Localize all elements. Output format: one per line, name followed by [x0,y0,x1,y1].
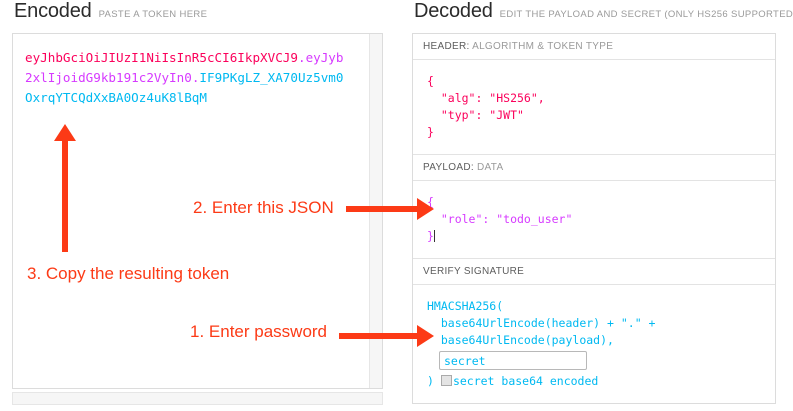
base64-encoded-label: secret base64 encoded [452,374,599,388]
arrow-right-icon-step-2 [346,198,434,220]
signature-editor: HMACSHA256( base64UrlEncode(header) + ".… [413,285,775,403]
token-payload-segment: eyJyb2xlIjoidG9kb191c2VyIn0 [25,50,344,85]
arrow-shaft [346,206,418,212]
arrow-shaft [339,333,418,339]
encoded-panel: Encoded PASTE A TOKEN HERE [12,0,390,26]
signature-line-3: base64UrlEncode(payload), [427,333,614,347]
encoded-heading: Encoded PASTE A TOKEN HERE [12,0,390,26]
header-label-key: HEADER: [423,41,470,52]
annotation-step-2: 2. Enter this JSON [193,198,334,217]
payload-section-label: PAYLOAD: DATA [413,155,775,181]
text-caret [433,230,435,242]
payload-label-key: PAYLOAD: [423,162,474,173]
decoded-subtitle: EDIT THE PAYLOAD AND SECRET (ONLY HS256 … [499,9,793,20]
arrow-head [417,325,434,347]
payload-line-2: "role": "todo_user" [427,212,573,226]
token-separator-2: . [191,70,200,85]
arrow-head [417,198,434,220]
payload-json-editor[interactable]: { "role": "todo_user" } [413,181,775,259]
base64-encoded-checkbox[interactable] [440,375,452,386]
decoded-panel: Decoded EDIT THE PAYLOAD AND SECRET (ONLY… [412,0,793,26]
arrow-shaft [62,138,68,252]
arrow-right-icon-step-1 [339,325,434,347]
payload-label-value: DATA [477,162,504,173]
decoded-sections: HEADER: ALGORITHM & TOKEN TYPE { "alg": … [412,33,776,404]
encoded-title: Encoded [14,0,92,22]
annotation-step-1: 1. Enter password [190,322,328,341]
secret-input[interactable] [439,351,587,370]
decoded-title: Decoded [414,0,493,22]
payload-line-3: } [427,229,434,243]
signature-line-2: base64UrlEncode(header) + "." + [427,316,656,330]
token-separator-1: . [297,50,306,65]
arrow-head [54,124,76,141]
encoded-subtitle: PASTE A TOKEN HERE [98,9,208,20]
header-label-value: ALGORITHM & TOKEN TYPE [472,41,614,52]
encoded-horizontal-scrollbar[interactable] [12,392,383,405]
signature-closing-paren: ) [427,374,434,388]
token-header-segment: eyJhbGciOiJIUzI1NiIsInR5cCI6IkpXVCJ9 [25,50,298,65]
decoded-heading: Decoded EDIT THE PAYLOAD AND SECRET (ONLY… [412,0,793,26]
header-section-label: HEADER: ALGORITHM & TOKEN TYPE [413,34,775,60]
annotation-step-3: 3. Copy the resulting token [27,264,230,283]
arrow-up-icon-step-3 [54,124,76,252]
token-signature-segment: IF9PKgLZ_XA70Uz5vm0OxrqYTCQdXxBA0Oz4uK8l… [25,70,344,105]
signature-label-key: VERIFY SIGNATURE [423,266,525,277]
header-json-editor[interactable]: { "alg": "HS256", "typ": "JWT" } [413,60,775,155]
encoded-token-text[interactable]: eyJhbGciOiJIUzI1NiIsInR5cCI6IkpXVCJ9.eyJ… [25,48,345,108]
signature-line-1: HMACSHA256( [427,299,504,313]
signature-section-label: VERIFY SIGNATURE [413,259,775,285]
